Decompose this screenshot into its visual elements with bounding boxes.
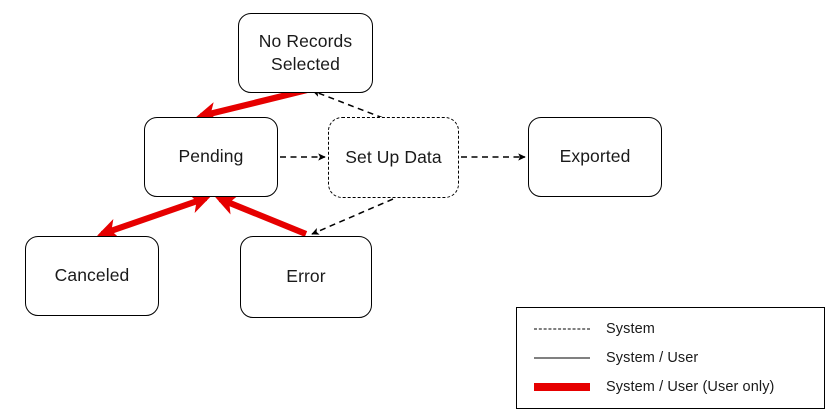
- state-node-pending[interactable]: Pending: [144, 117, 278, 197]
- state-node-label: No Records Selected: [258, 30, 353, 74]
- edge-set-up-data-to-error: [311, 198, 394, 235]
- legend-item-label: System / User: [606, 349, 699, 366]
- edge-no-records-to-pending: [195, 86, 308, 123]
- state-node-label: Exported: [559, 146, 631, 167]
- legend-item-label: System / User (User only): [606, 379, 775, 396]
- state-node-label: Error: [286, 266, 326, 287]
- legend-panel: System System / User System / User (User…: [516, 307, 825, 409]
- edge-pending-canceled: [97, 193, 211, 239]
- state-node-canceled[interactable]: Canceled: [25, 236, 159, 316]
- legend-item-system-user: System / User: [517, 343, 824, 372]
- state-node-error[interactable]: Error: [240, 236, 372, 318]
- thick-red-line-icon: [534, 381, 590, 393]
- state-node-label: Canceled: [54, 265, 130, 286]
- solid-line-icon: [534, 352, 590, 364]
- edge-set-up-data-to-no-records: [312, 90, 384, 119]
- legend-item-system-user-user-only: System / User (User only): [517, 373, 824, 402]
- state-node-label: Pending: [178, 146, 244, 167]
- state-node-no-records-selected[interactable]: No Records Selected: [238, 13, 373, 93]
- dashed-line-icon: [534, 323, 590, 335]
- state-node-set-up-data[interactable]: Set Up Data: [328, 117, 459, 198]
- legend-item-label: System: [606, 320, 655, 337]
- edge-error-to-pending: [215, 195, 308, 237]
- state-node-label: Set Up Data: [345, 146, 442, 167]
- state-node-exported[interactable]: Exported: [528, 117, 662, 197]
- legend-item-system: System: [517, 314, 824, 343]
